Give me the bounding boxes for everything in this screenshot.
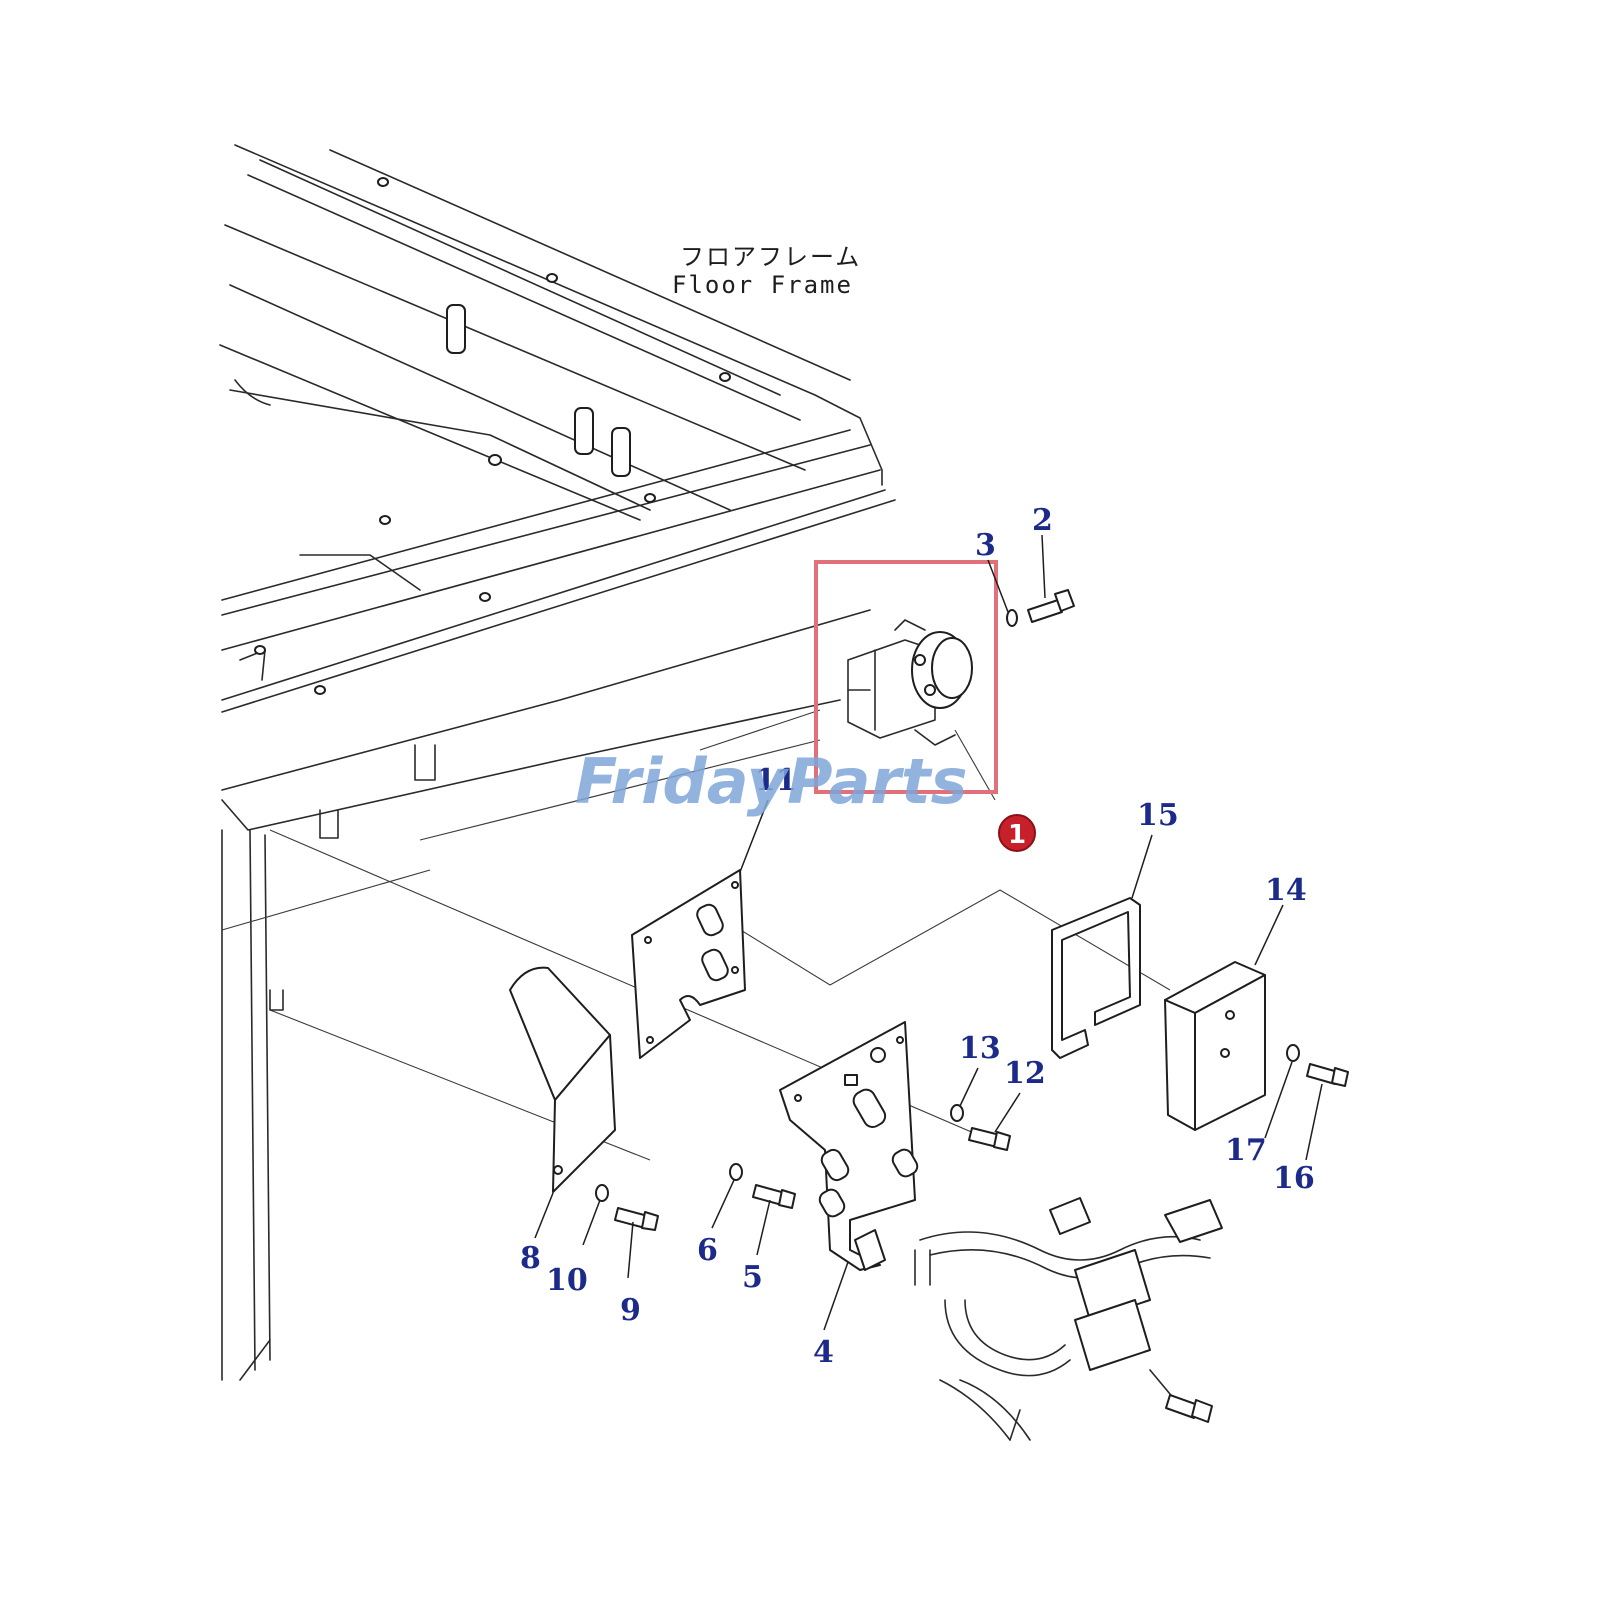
part-cover-8	[509, 966, 616, 1193]
callout-8: 8	[520, 1241, 541, 1276]
callout-11: 11	[755, 763, 797, 798]
frame-label-english: Floor Frame	[672, 271, 853, 299]
callout-2: 2	[1032, 503, 1053, 538]
part-bracket-4	[779, 1021, 919, 1271]
part-washer-3	[1006, 609, 1018, 627]
leader-lines	[534, 534, 1323, 1331]
callout-4: 4	[813, 1335, 834, 1370]
part-washer-6	[729, 1163, 743, 1181]
callout-12: 12	[1004, 1056, 1046, 1091]
frame-label-japanese: フロアフレーム	[680, 243, 861, 271]
part-washer-13	[950, 1104, 964, 1122]
part-washer-10	[595, 1184, 609, 1202]
frame-holes	[254, 177, 731, 695]
callout-16: 16	[1273, 1161, 1315, 1196]
highlight-box	[814, 560, 998, 794]
callout-numbers: 2 3 4 5 6 8 9 10 11 12 13 14 15 16 17	[520, 503, 1315, 1370]
highlighted-part-solenoid	[699, 619, 996, 801]
part-bolt-2	[1027, 589, 1075, 623]
part-1-badge: 1	[998, 814, 1036, 852]
callout-10: 10	[546, 1263, 588, 1298]
part-box-14	[1164, 961, 1266, 1131]
part-gasket-15	[1051, 897, 1141, 1059]
watermark-logo: FridayParts	[575, 745, 968, 818]
part-bolt-12	[968, 1127, 1011, 1151]
part-bolt-5	[752, 1184, 796, 1209]
callout-15: 15	[1137, 798, 1179, 833]
floor-frame	[219, 144, 1171, 1381]
callout-3: 3	[975, 528, 996, 563]
callout-6: 6	[697, 1233, 718, 1268]
part-bolt-9	[614, 1207, 659, 1231]
part-bolt-16	[1306, 1063, 1349, 1087]
part-plate-11	[631, 869, 746, 1059]
wiring-harness	[914, 1197, 1223, 1441]
frame-post	[446, 304, 631, 477]
callout-14: 14	[1265, 873, 1307, 908]
part-washer-17	[1286, 1044, 1300, 1062]
callout-9: 9	[620, 1293, 641, 1328]
part-1-badge-number: 1	[1008, 820, 1026, 850]
callout-17: 17	[1225, 1133, 1267, 1168]
callout-13: 13	[959, 1031, 1001, 1066]
callout-5: 5	[742, 1260, 763, 1295]
